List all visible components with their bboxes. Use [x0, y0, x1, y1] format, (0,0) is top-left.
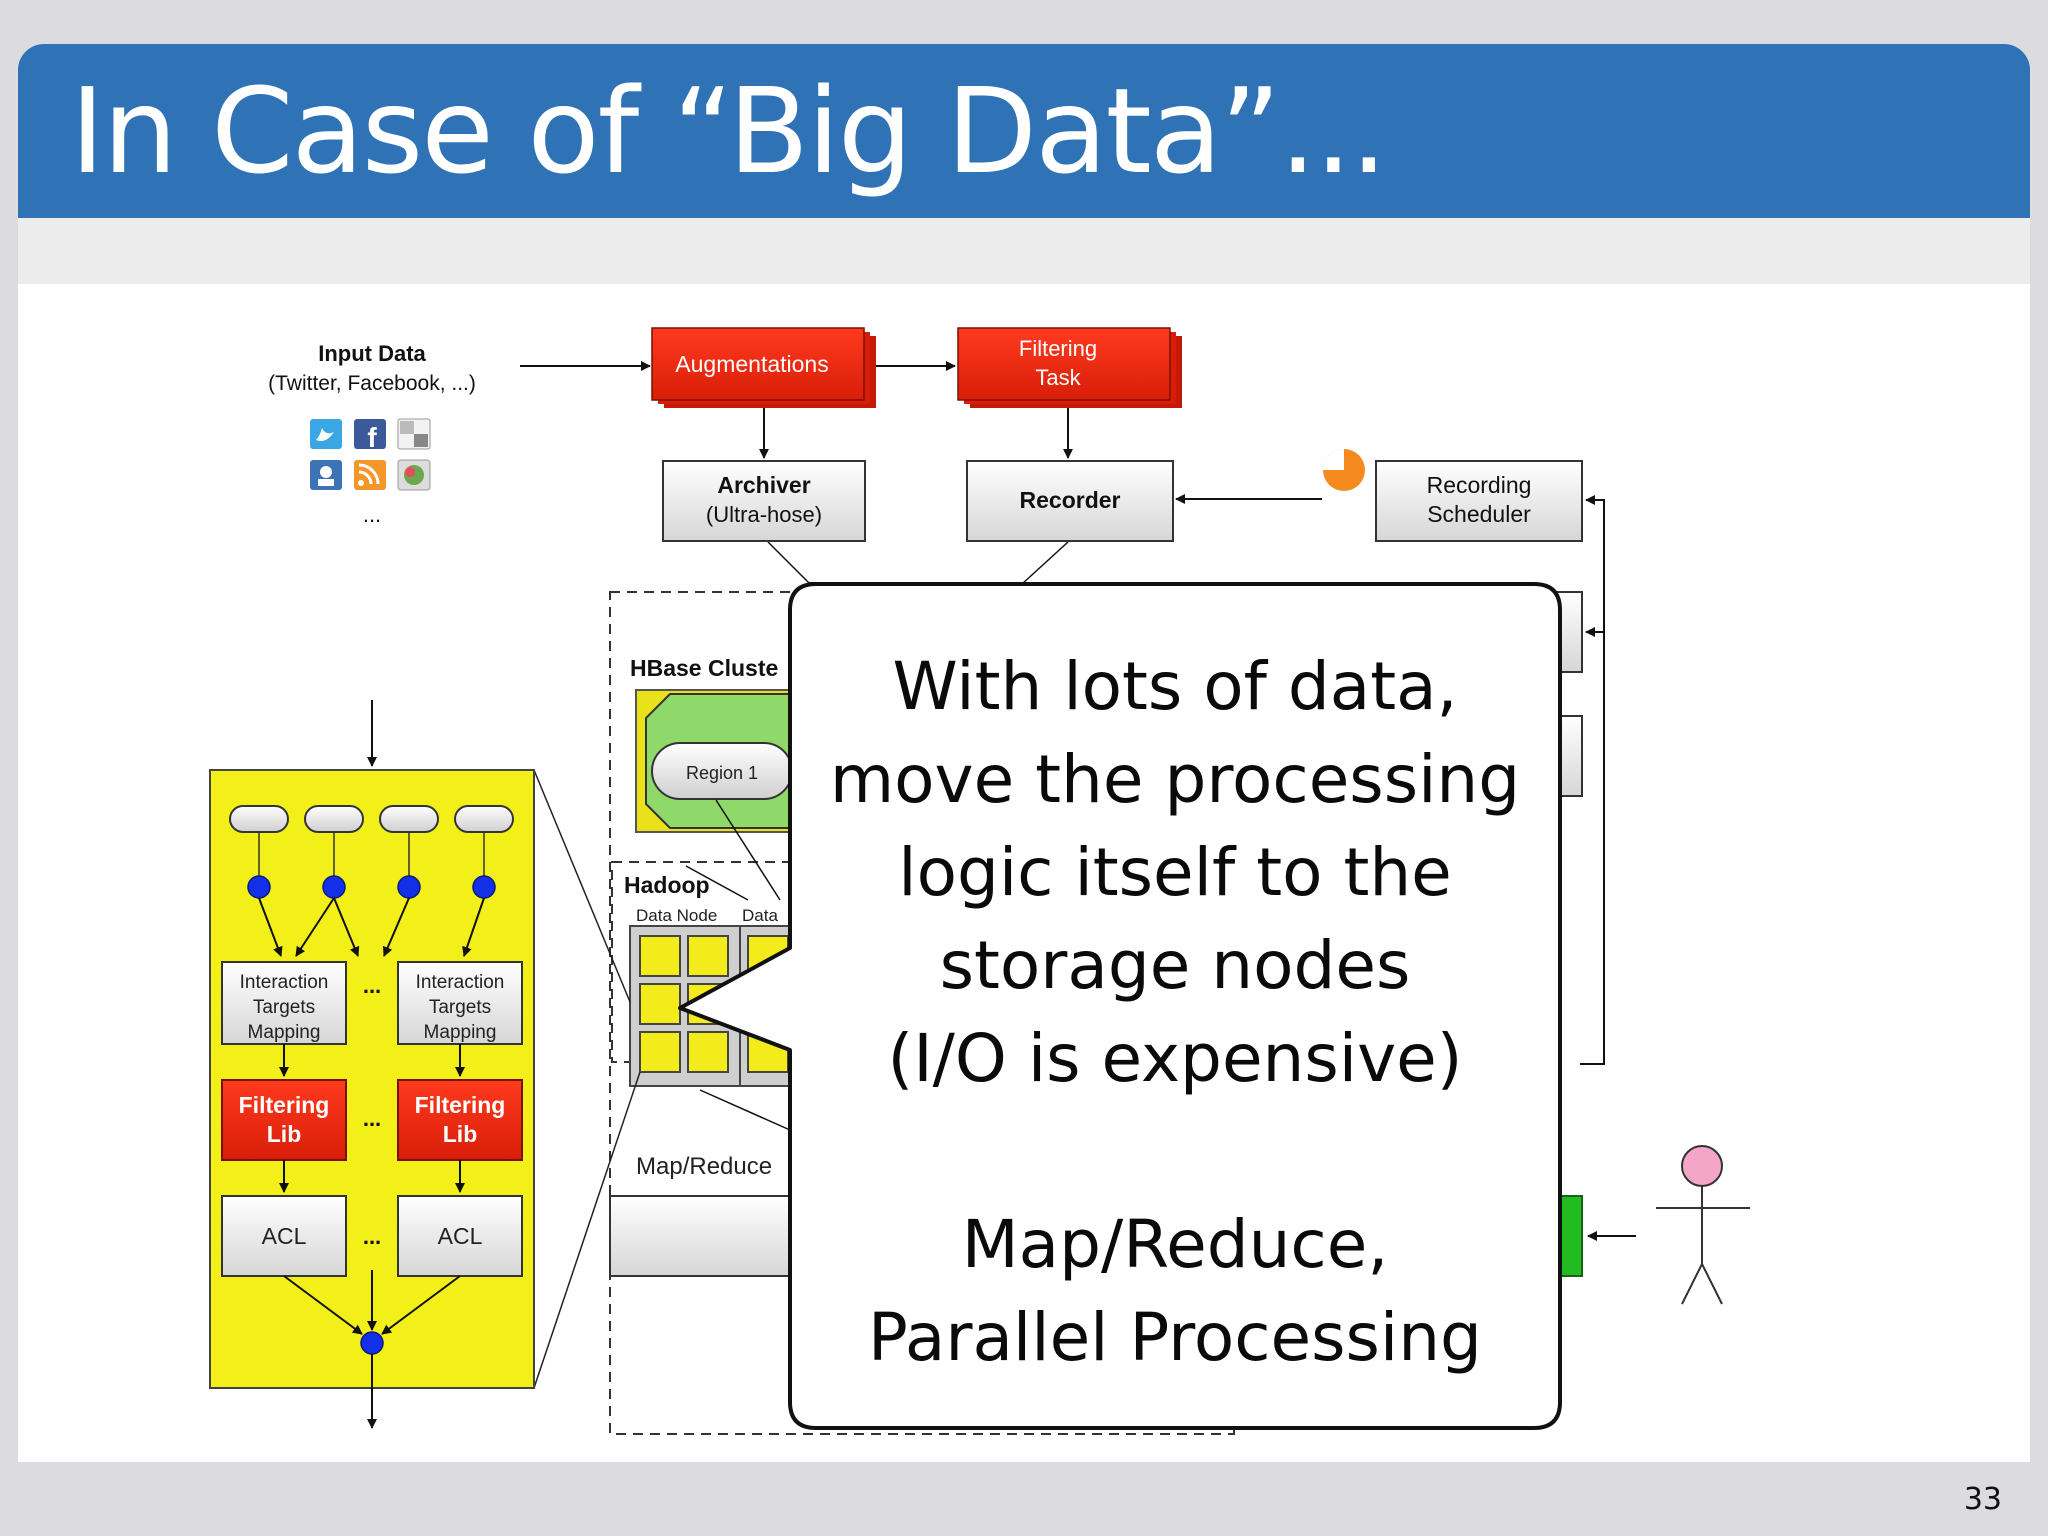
data-node-label: Data Node: [636, 906, 717, 925]
acl-ellipsis: ...: [363, 1224, 381, 1249]
mapping-left-l3: Mapping: [248, 1022, 321, 1043]
input-data-title: Input Data: [318, 341, 426, 366]
region-label: Region 1: [686, 763, 758, 783]
page-number: 33: [1963, 1482, 2002, 1517]
filter-lib-right-l1: Filtering: [415, 1092, 506, 1118]
user-icon: [1656, 1145, 1750, 1305]
archiver-box: Archiver (Ultra-hose): [662, 460, 866, 542]
recorder-box: Recorder: [966, 460, 1174, 542]
augmentations-label: Augmentations: [675, 351, 828, 377]
mapping-right-l3: Mapping: [424, 1022, 497, 1043]
hadoop-label: Hadoop: [624, 872, 710, 898]
filter-ellipsis: ...: [363, 1106, 381, 1131]
input-data-sources: (Twitter, Facebook, ...): [268, 372, 476, 395]
subtitle-bar: [18, 218, 2030, 284]
recording-scheduler-label-2: Scheduler: [1427, 501, 1531, 527]
router-nodes: [247, 875, 496, 899]
filter-arrows: [279, 1160, 465, 1193]
mapreduce-label: Map/Reduce: [636, 1153, 772, 1180]
callout-line: With lots of data,: [892, 648, 1458, 725]
link-archiver-hbase: [767, 541, 817, 591]
callout-bubble: [678, 582, 1562, 1430]
filtering-pipeline-panel: Interaction Targets Mapping Interaction …: [209, 700, 535, 1429]
mapping-right-l2: Targets: [429, 997, 491, 1018]
input-data-more: ...: [363, 502, 381, 527]
delicious-icon: [397, 418, 431, 450]
mapping-arrows: [279, 1044, 465, 1077]
callout-line: Map/Reduce,: [961, 1206, 1389, 1283]
recorder-label: Recorder: [1020, 487, 1121, 513]
filtering-lib-right: Filtering Lib: [397, 1079, 523, 1161]
acl-box-left: ACL: [221, 1195, 347, 1277]
merge-node: [360, 1331, 384, 1355]
archiver-label-1: Archiver: [717, 472, 810, 498]
title-bar: [18, 44, 2030, 218]
filtering-task-label-1: Filtering: [1019, 336, 1097, 361]
input-data: Input Data (Twitter, Facebook, ...) f ..…: [268, 341, 476, 527]
hbase-cluster: HBase Cluste Region 1: [630, 655, 807, 833]
callout-line: move the processing: [829, 741, 1521, 818]
feedback-line: [1580, 495, 1605, 1065]
recording-scheduler-box: Recording Scheduler: [1375, 460, 1583, 542]
slide-title: In Case of “Big Data”...: [70, 62, 1388, 200]
router-arrows: [258, 897, 485, 957]
recording-scheduler-label-1: Recording: [1427, 472, 1532, 498]
map-reduce: Map/Reduce: [609, 1153, 811, 1277]
twitter-icon: [310, 419, 342, 449]
filter-lib-left-l2: Lib: [267, 1121, 302, 1147]
zoom-line-top: [533, 769, 631, 1003]
zoom-line-bottom: [533, 1071, 641, 1389]
archiver-label-2: (Ultra-hose): [706, 502, 822, 527]
rss-icon: [354, 460, 386, 490]
filtering-task-label-2: Task: [1035, 365, 1081, 390]
filter-lib-left-l1: Filtering: [239, 1092, 330, 1118]
timer-icon: [1323, 449, 1365, 491]
queue-links: [258, 832, 485, 876]
filtering-task-box: Filtering Task: [957, 327, 1182, 408]
callout-line: logic itself to the: [898, 834, 1452, 911]
callout-line: storage nodes: [939, 927, 1411, 1004]
merge-arrows: [283, 1270, 461, 1335]
filtering-lib-left: Filtering Lib: [221, 1079, 347, 1161]
mapping-right-l1: Interaction: [416, 972, 505, 993]
mapping-ellipsis: ...: [363, 973, 381, 998]
myspace-icon: [310, 460, 342, 490]
mapping-box-right: Interaction Targets Mapping: [397, 961, 523, 1045]
acl-left-label: ACL: [262, 1223, 307, 1249]
hbase-label: HBase Cluste: [630, 655, 778, 681]
acl-box-right: ACL: [397, 1195, 523, 1277]
filter-lib-right-l2: Lib: [443, 1121, 478, 1147]
callout-line: (I/O is expensive): [887, 1020, 1463, 1097]
link-recorder-hbase: [1021, 541, 1069, 585]
svg-text:f: f: [367, 422, 377, 453]
data-node-label-2: Data: [742, 906, 778, 925]
augmentations-box: Augmentations: [651, 327, 876, 408]
mapping-left-l1: Interaction: [240, 972, 329, 993]
mapping-left-l2: Targets: [253, 997, 315, 1018]
callout-spacer: [800, 1105, 1550, 1198]
mapping-box-left: Interaction Targets Mapping: [221, 961, 347, 1045]
callout-text: With lots of data, move the processing l…: [800, 640, 1550, 1384]
facebook-icon: f: [354, 419, 386, 453]
acl-right-label: ACL: [438, 1223, 483, 1249]
flickr-icon: [397, 459, 431, 491]
callout-line: Parallel Processing: [868, 1299, 1482, 1376]
